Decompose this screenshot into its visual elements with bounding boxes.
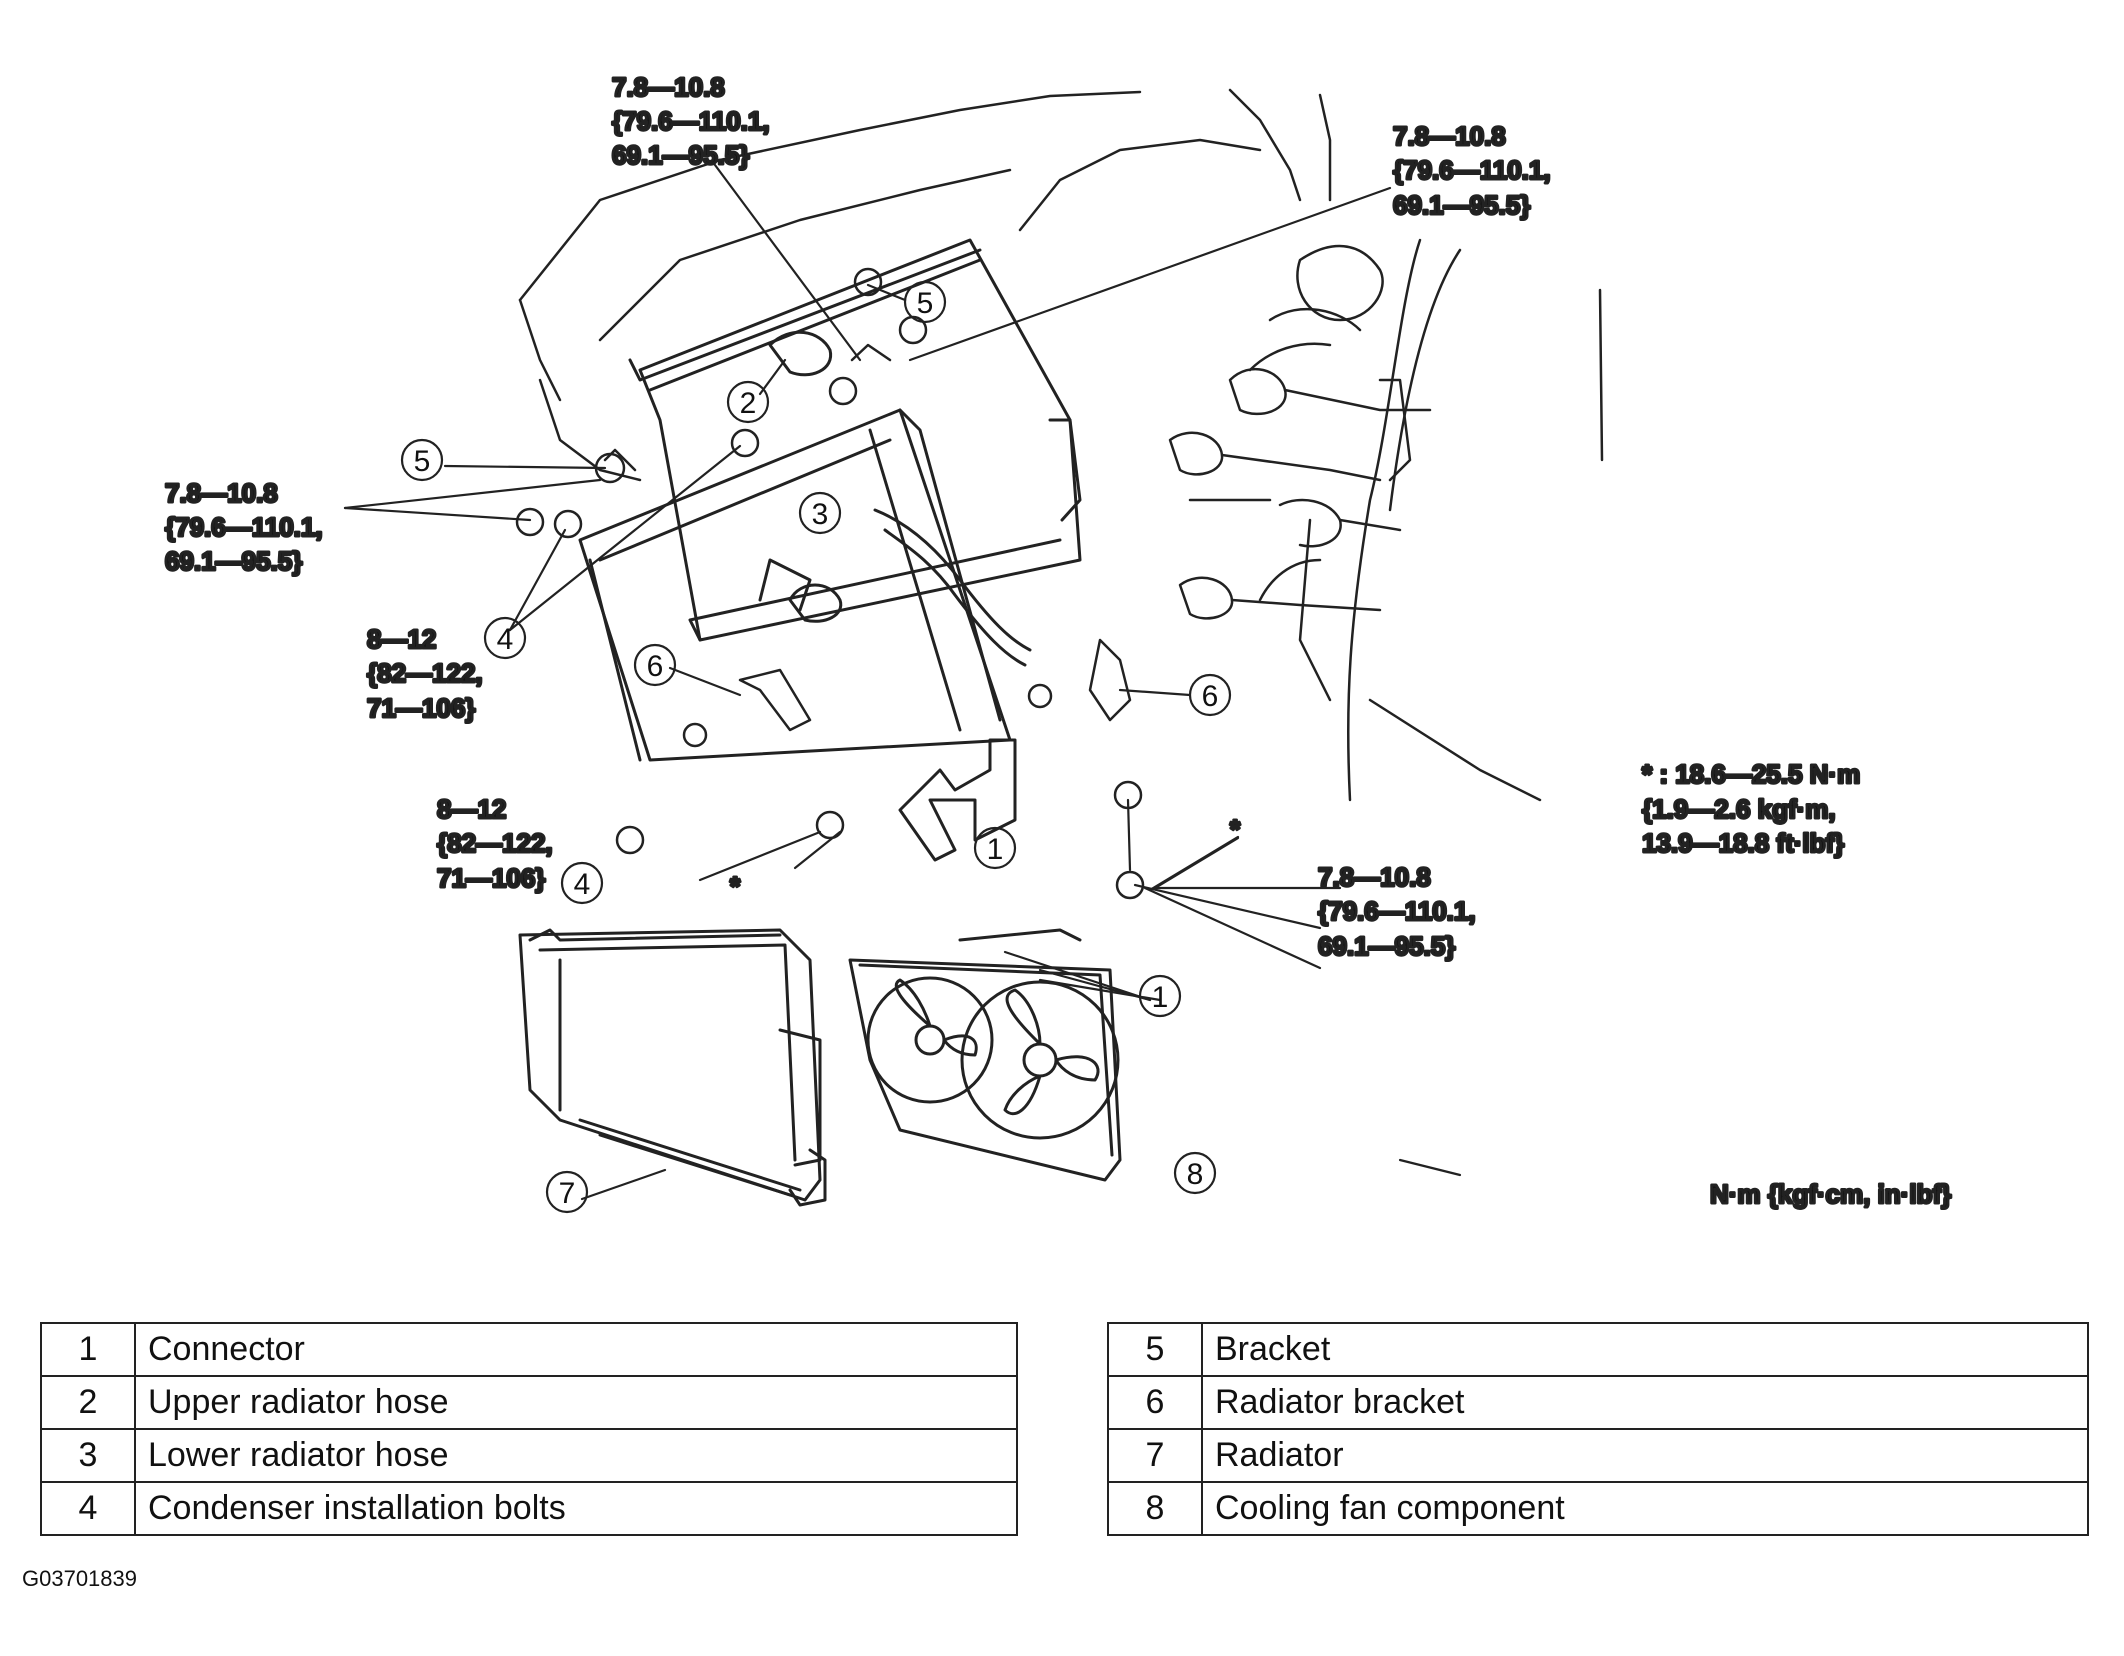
svg-text:5: 5 — [917, 287, 934, 320]
callout-4-upper: 4 — [483, 616, 527, 660]
removal-arrow — [898, 738, 1017, 862]
callout-6-left: 6 — [633, 643, 677, 687]
asterisk-marker: * — [1230, 814, 1241, 844]
svg-text:* : 18.6—25.5 N·m: * : 18.6—25.5 N·m — [1642, 759, 1860, 789]
svg-text:71—106}: 71—106} — [367, 693, 475, 723]
callout-8: 8 — [1173, 1151, 1217, 1195]
callout-4-lower: 4 — [560, 861, 604, 905]
condenser — [578, 408, 1012, 762]
svg-text:69.1—95.5}: 69.1—95.5} — [1393, 190, 1530, 220]
svg-text:7.8—10.8: 7.8—10.8 — [612, 72, 725, 102]
svg-text:71—106}: 71—106} — [437, 863, 545, 893]
part-number: 1 — [40, 1322, 136, 1377]
leader-lines — [343, 163, 1462, 1201]
table-row: 7 Radiator — [1107, 1428, 2089, 1483]
units-note: N·m {kgf·cm, in·lbf} — [1710, 1179, 1951, 1209]
svg-text:{79.6—110.1,: {79.6—110.1, — [612, 106, 770, 136]
asterisk-marker: * — [730, 871, 741, 901]
svg-text:7.8—10.8: 7.8—10.8 — [165, 478, 278, 508]
svg-text:{82—122,: {82—122, — [437, 828, 553, 858]
svg-text:4: 4 — [574, 868, 591, 901]
svg-text:2: 2 — [740, 387, 757, 420]
table-row: 8 Cooling fan component — [1107, 1481, 2089, 1536]
part-name: Connector — [134, 1322, 1018, 1377]
svg-text:4: 4 — [497, 623, 514, 656]
part-name: Radiator bracket — [1201, 1375, 2089, 1430]
part-name: Cooling fan component — [1201, 1481, 2089, 1536]
svg-text:7.8—10.8: 7.8—10.8 — [1393, 121, 1506, 151]
engine-suspension-parts — [1168, 244, 1432, 620]
part-number: 6 — [1107, 1375, 1203, 1430]
part-number: 3 — [40, 1428, 136, 1483]
svg-text:13.9—18.8 ft·lbf}: 13.9—18.8 ft·lbf} — [1642, 828, 1844, 858]
table-row: 4 Condenser installation bolts — [40, 1481, 1018, 1536]
vehicle-body-outline — [518, 88, 1604, 802]
parts-legend-table-left: 1 Connector 2 Upper radiator hose 3 Lowe… — [40, 1322, 1018, 1536]
svg-text:69.1—95.5}: 69.1—95.5} — [165, 546, 302, 576]
hoses — [768, 330, 1032, 667]
part-name: Radiator — [1201, 1428, 2089, 1483]
svg-text:69.1—95.5}: 69.1—95.5} — [1318, 931, 1455, 961]
callout-5-left: 5 — [400, 438, 444, 482]
torque-label-lower-right: 7.8—10.8 {79.6—110.1, 69.1—95.5} — [1317, 861, 1478, 963]
torque-label-lower-left: 8—12 {82—122, 71—106} — [436, 793, 555, 895]
callout-5-top: 5 — [903, 280, 947, 324]
svg-text:3: 3 — [812, 498, 829, 531]
torque-label-asterisk-note: * : 18.6—25.5 N·m {1.9—2.6 kgf·m, 13.9—1… — [1641, 758, 1862, 860]
part-name: Upper radiator hose — [134, 1375, 1018, 1430]
torque-label-top-right: 7.8—10.8 {79.6—110.1, 69.1—95.5} — [1392, 120, 1553, 222]
callout-2: 2 — [726, 380, 770, 424]
parts-legend-table-right: 5 Bracket 6 Radiator bracket 7 Radiator … — [1107, 1322, 2089, 1536]
svg-text:8—12: 8—12 — [437, 794, 506, 824]
part-number: 4 — [40, 1481, 136, 1536]
part-name: Bracket — [1201, 1322, 2089, 1377]
callout-6-right: 6 — [1188, 673, 1232, 717]
part-name: Condenser installation bolts — [134, 1481, 1018, 1536]
part-number: 8 — [1107, 1481, 1203, 1536]
torque-label-top-center: 7.8—10.8 {79.6—110.1, 69.1—95.5} — [611, 71, 772, 172]
svg-text:8—12: 8—12 — [367, 624, 436, 654]
radiator-installed — [628, 238, 1082, 642]
part-name: Lower radiator hose — [134, 1428, 1018, 1483]
svg-text:7.8—10.8: 7.8—10.8 — [1318, 862, 1431, 892]
callout-1-top: 1 — [973, 826, 1017, 870]
table-row: 2 Upper radiator hose — [40, 1375, 1018, 1430]
part-number: 5 — [1107, 1322, 1203, 1377]
table-row: 6 Radiator bracket — [1107, 1375, 2089, 1430]
svg-text:7: 7 — [559, 1177, 576, 1210]
callout-1-fan: 1 — [1138, 974, 1182, 1018]
svg-text:6: 6 — [1202, 680, 1219, 713]
svg-text:{79.6—110.1,: {79.6—110.1, — [1318, 896, 1476, 926]
svg-text:69.1—95.5}: 69.1—95.5} — [612, 140, 749, 170]
svg-text:6: 6 — [647, 650, 664, 683]
svg-text:{79.6—110.1,: {79.6—110.1, — [1393, 155, 1551, 185]
callout-7: 7 — [545, 1170, 589, 1214]
svg-text:1: 1 — [987, 833, 1004, 866]
callout-3: 3 — [798, 491, 842, 535]
svg-text:5: 5 — [414, 445, 431, 478]
torque-label-left: 7.8—10.8 {79.6—110.1, 69.1—95.5} — [164, 477, 325, 578]
svg-text:{1.9—2.6 kgf·m,: {1.9—2.6 kgf·m, — [1642, 794, 1836, 824]
table-row: 3 Lower radiator hose — [40, 1428, 1018, 1483]
svg-text:1: 1 — [1152, 981, 1169, 1014]
figure-code: G03701839 — [22, 1566, 137, 1591]
svg-text:{79.6—110.1,: {79.6—110.1, — [165, 512, 323, 542]
part-number: 2 — [40, 1375, 136, 1430]
svg-text:8: 8 — [1187, 1158, 1204, 1191]
radiator-removed — [518, 928, 827, 1207]
brackets-and-bolts — [515, 267, 1145, 900]
torque-label-middle-left: 8—12 {82—122, 71—106} — [366, 623, 485, 725]
table-row: 1 Connector — [40, 1322, 1018, 1377]
part-number: 7 — [1107, 1428, 1203, 1483]
svg-text:{82—122,: {82—122, — [367, 658, 483, 688]
table-row: 5 Bracket — [1107, 1322, 2089, 1377]
cooling-fan-component — [848, 928, 1122, 1182]
